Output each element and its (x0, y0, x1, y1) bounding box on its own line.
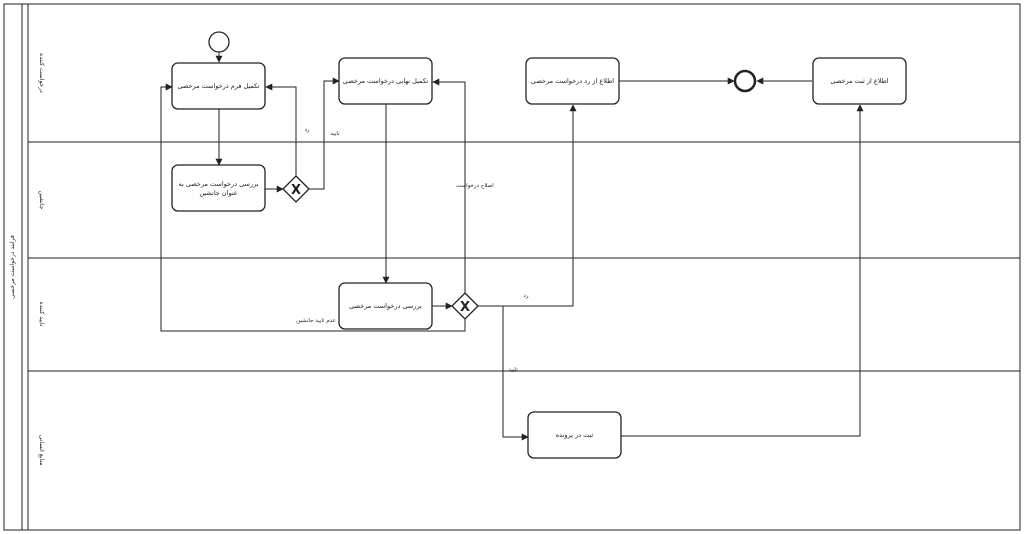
lane-label-approver: تایید کننده (38, 302, 45, 327)
edge-gateway1-approve (309, 77, 340, 190)
pool: فرایند درخواست مرخصی (3, 3, 1021, 531)
task-notify-reject[interactable]: اطلاع از رد درخواست مرخصی (525, 57, 620, 105)
edge-label-not-approved-sub: عدم تایید جانشین (296, 318, 336, 324)
task-final-complete-label: تکمیل نهایی درخواست مرخصی (343, 77, 429, 85)
pool-title: فرایند درخواست مرخصی (9, 235, 16, 299)
edge-label-reject-app: رد (523, 293, 528, 299)
task-review-as-substitute[interactable]: بررسی درخواست مرخصی به عنوان جانشین (171, 164, 266, 212)
edge-label-fix-request: اصلاح درخواست (456, 183, 494, 189)
lane-label-applicant: درخواست کننده (38, 53, 45, 93)
edge-gateway2-approve (478, 305, 529, 441)
edge-label-reject-sub: رد (304, 127, 309, 133)
edges (160, 52, 864, 441)
task-notify-reject-label: اطلاع از رد درخواست مرخصی (531, 77, 614, 85)
edge-gateway2-reject (478, 104, 577, 307)
gateway-substitute-symbol: X (291, 183, 301, 198)
edge-register-to-notify (621, 104, 864, 437)
gateway-approver-symbol: X (460, 300, 470, 315)
edge-label-approve-app: تایید (508, 367, 518, 373)
lane-dividers (28, 141, 1020, 372)
edge-label-approve-sub: تایید (330, 131, 340, 137)
task-review-as-substitute-label-1: بررسی درخواست مرخصی به (178, 180, 258, 188)
task-register-file-label: ثبت در پرونده (556, 431, 594, 439)
edge-gateway2-fix (432, 78, 466, 293)
end-event[interactable] (733, 69, 757, 93)
task-final-complete[interactable]: تکمیل نهایی درخواست مرخصی (338, 57, 433, 105)
task-notify-register-label: اطلاع از ثبت مرخصی (830, 77, 888, 85)
edge-gateway2-not-approved (160, 83, 466, 332)
start-event[interactable] (208, 31, 230, 53)
task-fill-form-label: تکمیل فرم درخواست مرخصی (177, 82, 259, 90)
gateway-approver-decision[interactable]: X (451, 292, 479, 320)
edge-gateway1-reject (265, 83, 297, 176)
task-review-as-substitute-label-2: عنوان جانشین (199, 189, 237, 197)
task-fill-form[interactable]: تکمیل فرم درخواست مرخصی (171, 62, 266, 110)
gateway-substitute-decision[interactable]: X (282, 175, 310, 203)
task-review-request-label: بررسی درخواست مرخصی (349, 302, 422, 310)
lane-label-substitute: جانشین (38, 191, 45, 210)
lane-label-hr: منابع انسانی (38, 435, 45, 466)
task-review-request[interactable]: بررسی درخواست مرخصی (338, 282, 433, 330)
task-register-file[interactable]: ثبت در پرونده (527, 411, 622, 459)
task-notify-register[interactable]: اطلاع از ثبت مرخصی (812, 57, 907, 105)
